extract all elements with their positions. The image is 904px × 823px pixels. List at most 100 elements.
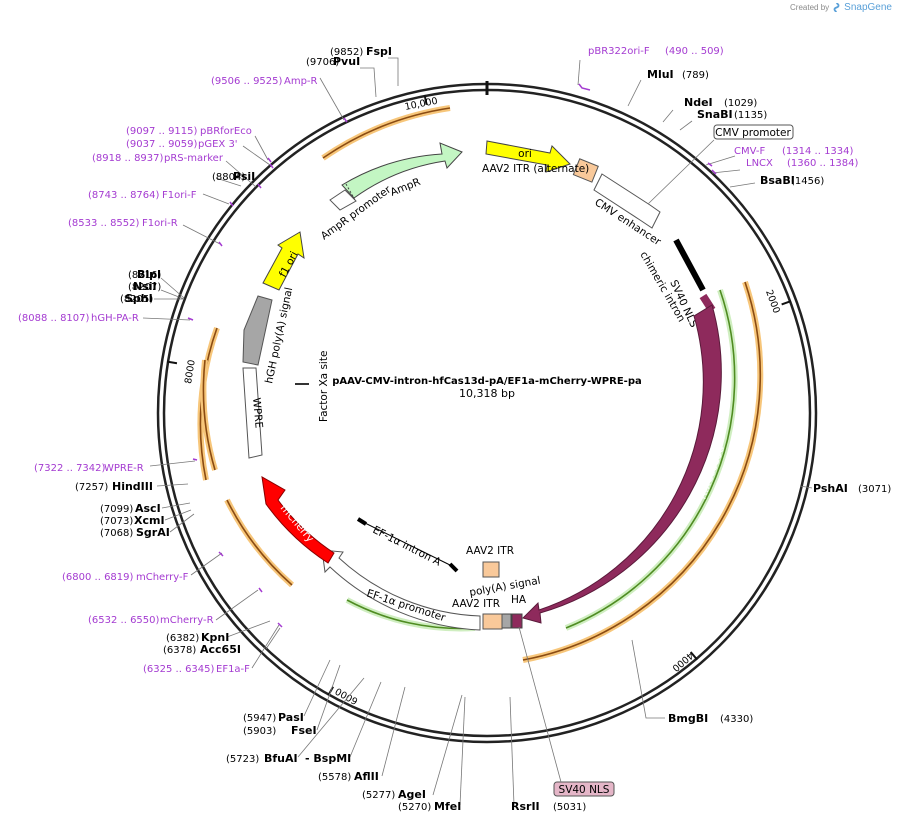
primer-pbrforeco[interactable]: (9097 .. 9115)pBRforEco (126, 126, 252, 137)
site-name: RsrII (511, 800, 540, 813)
site-pasi[interactable]: (5947)PasI (243, 711, 304, 724)
site-position: (4330) (720, 714, 753, 725)
site-name: SgrAI (136, 526, 170, 539)
tick-8000 (166, 360, 178, 365)
primer-name: hGH-PA-R (91, 313, 139, 324)
site-name: XcmI (134, 514, 165, 527)
site-acc65i[interactable]: (6378)Acc65I (163, 643, 241, 656)
site-position: (8216) (128, 270, 161, 281)
feature-ampr[interactable] (341, 142, 463, 201)
site-kpni[interactable]: (6382)KpnI (166, 631, 229, 644)
site-psii[interactable]: (8804)PsiI (212, 170, 255, 183)
primer-pgex3[interactable]: (9037 .. 9059)pGEX 3' (126, 139, 238, 150)
primer-name: mCherry-R (160, 615, 214, 626)
snapgene-logo-icon (833, 3, 840, 12)
primer-pbr322orif[interactable]: (490 .. 509)pBR322ori-F (588, 46, 724, 57)
primer-range: (1314 .. 1334) (782, 146, 854, 157)
ef1a-intron-label: EF-1α intron A (371, 524, 444, 569)
site-snabi[interactable]: (1135)SnaBI (697, 108, 767, 121)
site-xcmi[interactable]: (7073)XcmI (100, 514, 165, 527)
primer-name: mCherry-F (136, 572, 189, 583)
site-name: BfuAI (264, 752, 298, 765)
primer-name: LNCX (746, 158, 773, 169)
site-name: PshAI (813, 482, 848, 495)
primer-mcherryr[interactable]: (6532 .. 6550)mCherry-R (88, 615, 214, 626)
primer-range: (9506 .. 9525) (211, 76, 283, 87)
site-position: (6378) (163, 645, 196, 656)
aav2-itr-1-label: AAV2 ITR (466, 545, 514, 557)
primer-cmvf[interactable]: (1314 .. 1334)CMV-F (734, 146, 854, 157)
snapgene-brand: Created by SnapGene (790, 2, 892, 13)
primer-name: EF1a-F (216, 664, 250, 675)
primer-wprer[interactable]: (7322 .. 7342)WPRE-R (34, 463, 144, 474)
site-ndei[interactable]: (1029) NdeI (684, 96, 757, 109)
feature-ha[interactable] (511, 613, 523, 629)
cmv-promoter-box[interactable]: CMV promoter (713, 124, 794, 140)
primer-ef1af[interactable]: (6325 .. 6345)EF1a-F (143, 664, 250, 675)
feature-f1-ori[interactable]: f1 ori (262, 231, 305, 291)
site-mlui[interactable]: (789)MluI (647, 68, 709, 81)
site-position: (5903) (243, 726, 276, 737)
site-name: NsiI (133, 280, 157, 293)
feature-chimeric-intron[interactable] (673, 238, 706, 292)
site-position: (7068) (100, 528, 133, 539)
site-bmgbi[interactable]: (4330) BmgBI (668, 712, 753, 725)
site-asci[interactable]: (7099)AscI (100, 502, 161, 515)
site-nsii[interactable]: (8207)NsiI (128, 280, 161, 293)
primer-name: Amp-R (284, 76, 318, 87)
feature-wpre[interactable] (242, 367, 263, 459)
tick-10000 (423, 94, 428, 106)
site-bspmi[interactable]: - BspMI (305, 752, 351, 765)
site-rsrii[interactable]: (5031) RsrII (511, 800, 586, 813)
site-fsei[interactable]: (5903)FseI (243, 724, 317, 737)
site-agei[interactable]: (5277)AgeI (362, 788, 426, 801)
sv40-nls-box[interactable]: SV40 NLS (553, 781, 615, 797)
site-name: NdeI (684, 96, 713, 109)
site-aflii[interactable]: (5578)AflII (318, 770, 379, 783)
primer-range: (6532 .. 6550) (88, 615, 160, 626)
primer-hghpar[interactable]: (8088 .. 8107)hGH-PA-R (18, 313, 139, 324)
feature-hgh-polya[interactable] (242, 295, 273, 366)
primer-lncx[interactable]: (1360 .. 1384)LNCX (746, 158, 859, 169)
site-bfuai[interactable]: (5723)BfuAI (226, 752, 298, 765)
primer-range: (6800 .. 6819) (62, 572, 134, 583)
feature-rfxcas13d[interactable]: RfxCas13d (522, 304, 727, 624)
site-pvui[interactable]: (9706)PvuI (306, 55, 360, 68)
site-name: SphI (125, 292, 153, 305)
feature-ampr-promoter[interactable] (329, 189, 357, 211)
primer-f1orif[interactable]: (8743 .. 8764)F1ori-F (88, 190, 197, 201)
site-name: MluI (647, 68, 674, 81)
primer-mcherryf[interactable]: (6800 .. 6819)mCherry-F (62, 572, 189, 583)
feature-cmv-enhancer[interactable] (593, 173, 661, 229)
site-blpi[interactable]: (8216)BlpI (128, 268, 161, 281)
ef1a-promoter-label: EF-1α promoter (365, 587, 447, 624)
feature-aav2-itr-alt[interactable] (572, 158, 599, 183)
cmv-promoter-leader (647, 139, 715, 205)
site-name: BmgBI (668, 712, 708, 725)
primer-f1orir[interactable]: (8533 .. 8552)F1ori-R (68, 218, 178, 229)
feature-polya[interactable] (501, 613, 512, 629)
site-sgrai[interactable]: (7068)SgrAI (100, 526, 170, 539)
site-position: (1135) (734, 110, 767, 121)
site-sphi[interactable]: (8205)SphI (120, 292, 153, 305)
feature-ori[interactable]: ori (485, 140, 571, 173)
orange-arcs (197, 105, 764, 663)
feature-aav2-itr-2[interactable] (482, 613, 503, 630)
site-name: BsaBI (760, 174, 795, 187)
site-bsabi[interactable]: (1456)BsaBI (760, 174, 824, 187)
feature-mcherry[interactable]: mCherry (261, 476, 335, 564)
site-hindiii[interactable]: (7257)HindIII (75, 480, 153, 493)
primer-ampr[interactable]: (9506 .. 9525)Amp-R (211, 76, 318, 87)
tick-4000 (689, 651, 698, 661)
site-position: (5270) (398, 802, 431, 813)
site-mfei[interactable]: (5270)MfeI (398, 800, 461, 813)
site-position: (1029) (724, 98, 757, 109)
feature-aav2-itr-1[interactable] (482, 561, 500, 578)
primer-prsmarker[interactable]: (8918 .. 8937)pRS-marker (92, 153, 224, 164)
site-position: (5031) (553, 802, 586, 813)
feature-ef1a-intron[interactable] (356, 517, 459, 573)
site-pshai[interactable]: (3071)PshAI (813, 482, 891, 495)
primer-range: (8533 .. 8552) (68, 218, 140, 229)
site-fspi[interactable]: (9852)FspI (330, 45, 392, 58)
feature-ef1a-promoter[interactable] (321, 549, 481, 631)
